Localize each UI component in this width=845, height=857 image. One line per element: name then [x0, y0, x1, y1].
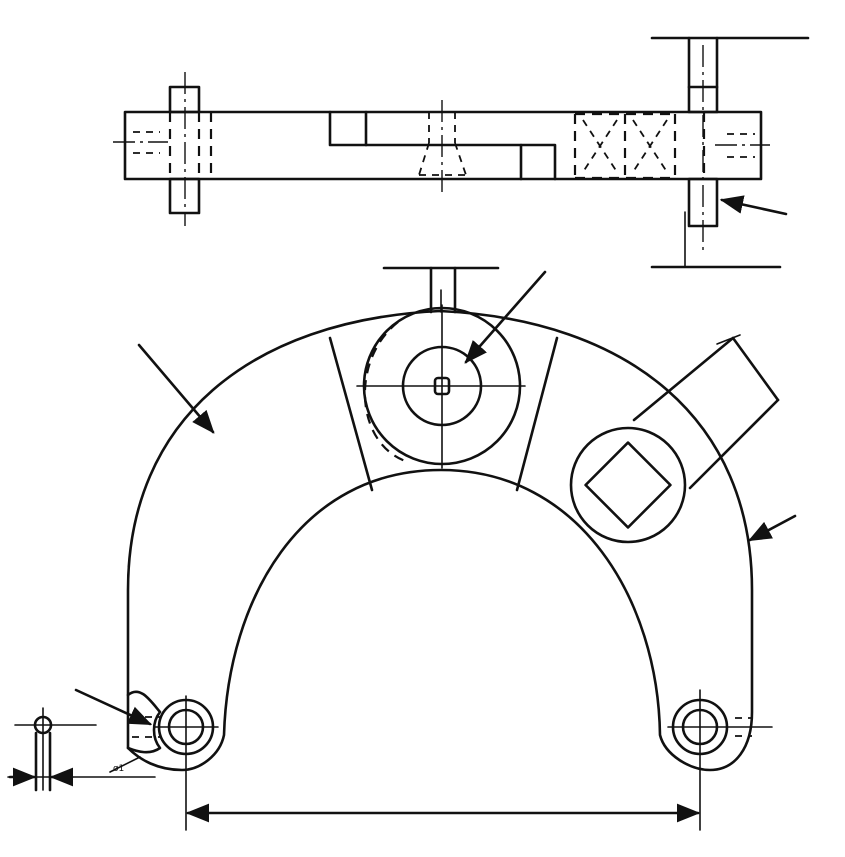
- square-ext-top: [632, 336, 735, 422]
- top-view: [113, 36, 810, 269]
- hidden-cross-block: [573, 112, 677, 180]
- leader-arrow-left-hole: [74, 688, 153, 726]
- hidden-arc-insert: [363, 321, 409, 464]
- right-locating-hole: [667, 689, 773, 831]
- insert-left-edge: [328, 336, 374, 492]
- leader-arrow-outer-arc: [137, 343, 215, 434]
- top-clamp-screw: [356, 266, 547, 469]
- detail-pin-view: ø1: [7, 707, 156, 792]
- square-bore-circle: [569, 426, 687, 544]
- outer-arch-profile: [126, 309, 754, 772]
- right-square-bore: [569, 334, 780, 544]
- square-ext-bottom: [688, 398, 780, 490]
- left-breakout-section: [126, 690, 162, 754]
- square-bore-square: [584, 441, 672, 529]
- center-screw-hidden: [418, 100, 467, 192]
- front-view: ø1: [7, 266, 797, 831]
- leader-arrow-top-bore: [464, 270, 547, 364]
- small-annotation-text: ø1: [113, 764, 124, 774]
- insert-right-edge: [515, 336, 559, 492]
- leader-arrow-top-right: [719, 195, 788, 216]
- left-locating-hole: [74, 688, 219, 831]
- leader-arrow-right-edge: [747, 514, 797, 542]
